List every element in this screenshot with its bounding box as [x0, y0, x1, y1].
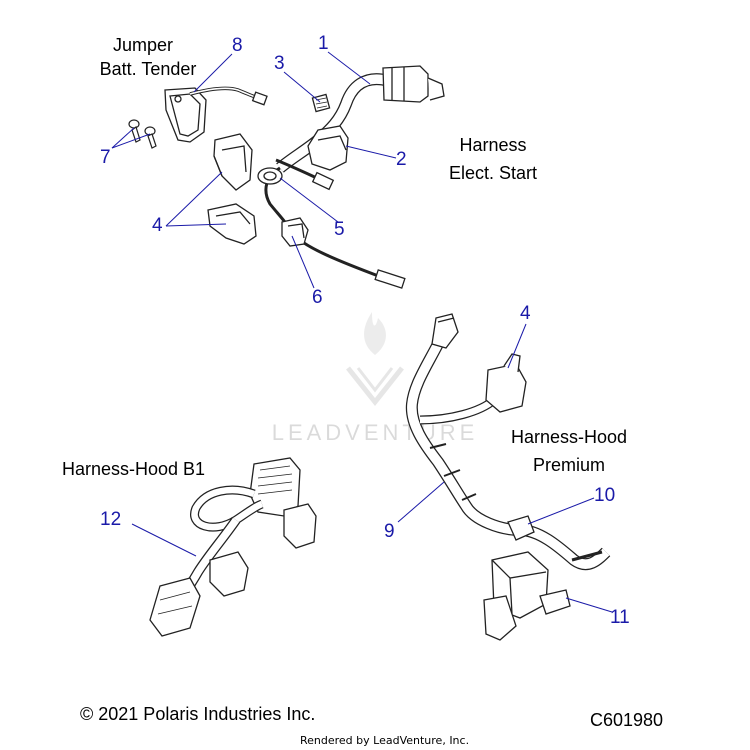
- callout-7: 7: [100, 147, 111, 168]
- label-harness: Harness: [459, 135, 527, 155]
- diagram-code: C601980: [590, 710, 664, 730]
- label-premium: Premium: [532, 455, 605, 475]
- callout-12: 12: [100, 509, 122, 530]
- watermark-logo: [346, 312, 404, 407]
- harness-hood-premium-part: [405, 313, 611, 641]
- leader-lines: [111, 51, 613, 613]
- callout-4-upper: 4: [152, 215, 163, 236]
- label-harness-hood-b1: Harness-Hood B1: [62, 459, 206, 479]
- label-elect-start: Elect. Start: [448, 163, 538, 183]
- callout-1: 1: [318, 33, 329, 54]
- cover-part-lower: [207, 203, 257, 245]
- watermark-text: LEADVENTURE: [272, 420, 479, 445]
- harness-elect-start-part: [257, 65, 445, 289]
- callout-8: 8: [232, 35, 243, 56]
- rendered-by-text: Rendered by LeadVenture, Inc.: [300, 734, 470, 747]
- jumper-batt-tender-part: [164, 86, 268, 143]
- callout-9: 9: [384, 521, 395, 542]
- copyright-text: © 2021 Polaris Industries Inc.: [80, 704, 316, 724]
- callout-10: 10: [594, 485, 616, 506]
- callout-6: 6: [312, 287, 323, 308]
- harness-hood-b1-part: [149, 457, 317, 637]
- cover-part-upper: [213, 133, 253, 191]
- screw-parts: [128, 119, 157, 149]
- label-jumper: Jumper: [112, 35, 174, 55]
- callout-3: 3: [274, 53, 285, 74]
- label-batt-tender: Batt. Tender: [99, 59, 197, 79]
- callout-5: 5: [334, 219, 345, 240]
- callout-2: 2: [396, 149, 407, 170]
- callout-4-lower: 4: [520, 303, 531, 324]
- callout-11: 11: [610, 607, 630, 628]
- label-harness-hood-premium: Harness-Hood: [510, 427, 628, 447]
